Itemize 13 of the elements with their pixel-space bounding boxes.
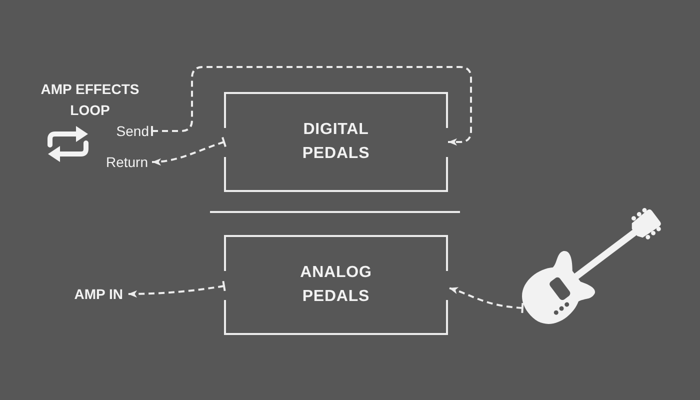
dashed-arrow xyxy=(151,66,472,146)
dashed-arrow xyxy=(448,287,524,314)
section-heading: AMP EFFECTS LOOP xyxy=(40,80,140,120)
pedal-box xyxy=(224,235,448,335)
box-title: ANALOG PEDALS xyxy=(300,263,372,307)
box-title: DIGITAL PEDALS xyxy=(302,120,370,164)
dashed-arrow xyxy=(128,280,226,298)
guitar-illustration xyxy=(522,208,662,324)
port-label: Send xyxy=(116,122,149,140)
port-label: Return xyxy=(106,153,148,171)
dashed-arrow xyxy=(152,136,227,166)
port-label: AMP IN xyxy=(74,285,123,303)
pedal-box xyxy=(224,92,448,192)
